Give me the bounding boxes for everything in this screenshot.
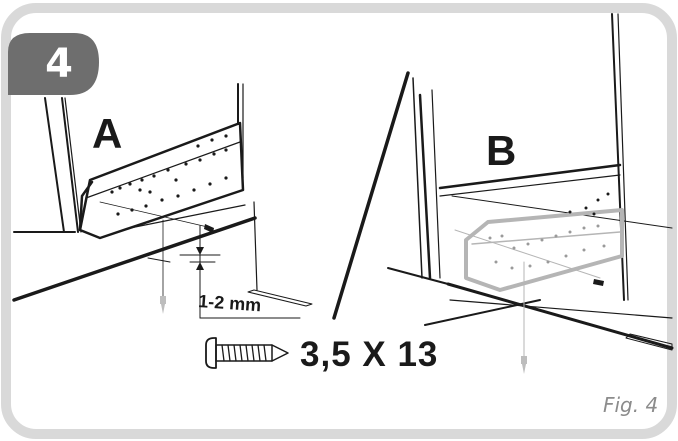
panel-b-drawing <box>387 13 674 351</box>
figure-caption: Fig. 4 <box>603 393 659 417</box>
step-badge <box>8 33 99 95</box>
panel-b-screws <box>521 279 604 374</box>
gap-dimension-label: 1-2 mm <box>197 291 262 316</box>
panel-a-label: A <box>92 110 123 157</box>
figure-frame <box>1 3 677 439</box>
step-number: 4 <box>45 41 73 87</box>
screw-icon <box>205 337 289 369</box>
screw-size-label: 3,5 X 13 <box>300 335 439 374</box>
panel-b-bracket-ghost <box>454 192 624 361</box>
panel-b-label: B <box>486 127 517 174</box>
panel-a-drawing <box>12 83 313 319</box>
panel-divider <box>332 71 410 320</box>
